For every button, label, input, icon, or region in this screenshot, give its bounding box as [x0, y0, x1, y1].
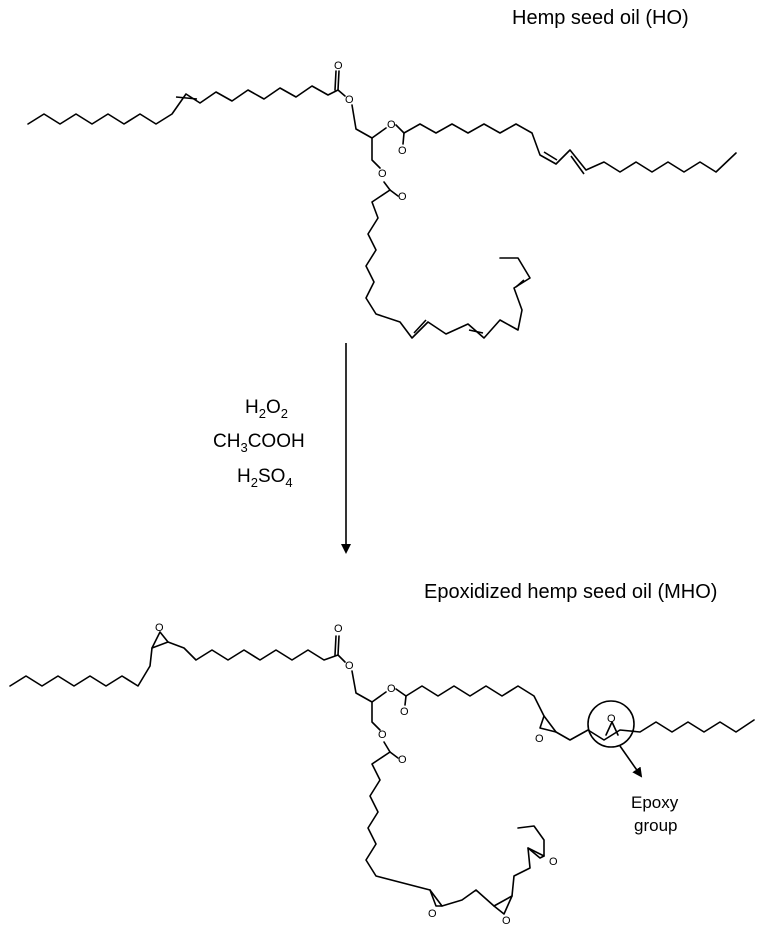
reactant-chain-1 [27, 85, 339, 125]
product-epoxide-ring-1 [151, 631, 169, 649]
product-glycerol [351, 670, 381, 731]
reactant-carbonyl-2 [402, 132, 405, 145]
product-structure: O O O O O O O O O O O O [9, 622, 755, 927]
product-epoxide-o-6: O [549, 856, 558, 868]
product-title: Epoxidized hemp seed oil (MHO) [424, 581, 717, 603]
product-carbonyl-3 [389, 751, 399, 759]
reactant-double-bond-5 [468, 329, 484, 334]
reactant-o-carbonyl-1: O [334, 60, 343, 72]
product-epoxide-ring-6 [527, 847, 545, 859]
epoxy-highlight-circle [587, 700, 635, 748]
reactant-ester-1 [337, 89, 346, 97]
epoxy-callout-line2: group [634, 816, 677, 835]
reactant-o-carbonyl-3: O [398, 191, 407, 203]
reagent-h2o2: H2O2 [245, 397, 288, 421]
reactant-double-bond-3 [570, 155, 585, 175]
product-chain-2 [405, 685, 755, 741]
product-epoxide-ring-4 [429, 889, 443, 907]
product-o-ester-1: O [345, 660, 354, 672]
product-glycerol-2 [371, 691, 387, 703]
product-carbonyl-1b [334, 635, 337, 656]
reagent-sulfuric-acid: H2SO4 [237, 466, 293, 490]
reactant-carbonyl-1b [334, 70, 337, 91]
product-epoxide-ring-5 [493, 895, 513, 915]
reactant-double-bond-6 [515, 279, 525, 288]
product-epoxide-o-4: O [428, 908, 437, 920]
product-chain-3 [365, 751, 545, 907]
product-carbonyl-1 [337, 635, 340, 656]
reactant-chain-2 [403, 123, 737, 173]
product-o-carbonyl-1: O [334, 623, 343, 635]
product-epoxide-o-3: O [607, 713, 616, 725]
reactant-double-bond-4 [413, 319, 427, 334]
product-chain-1 [9, 641, 339, 687]
product-ester-3-link [383, 741, 391, 753]
product-epoxide-ring-2 [539, 715, 557, 733]
reactant-double-bond-2 [543, 151, 558, 161]
product-epoxide-o-5: O [502, 915, 511, 927]
epoxy-callout-arrow [619, 745, 643, 778]
product-ester-2-link [395, 688, 407, 697]
product-o-ester-2: O [387, 683, 396, 695]
reactant-chain-3 [365, 189, 531, 339]
reactant-structure: O O O O O O [27, 60, 737, 339]
reactant-o-ester-3: O [378, 168, 387, 180]
reactant-title: Hemp seed oil (HO) [512, 7, 689, 29]
reactant-o-ester-2: O [387, 119, 396, 131]
reactant-ester-3-link [383, 181, 391, 191]
product-epoxide-o-1: O [155, 622, 164, 634]
epoxy-callout-line1: Epoxy [631, 793, 679, 812]
product-o-carbonyl-3: O [398, 754, 407, 766]
product-epoxide-ring-3 [605, 721, 619, 736]
reagent-acetic-acid: CH3COOH [213, 431, 305, 455]
reactant-carbonyl-3 [389, 189, 399, 197]
product-o-carbonyl-2: O [400, 706, 409, 718]
reactant-glycerol-2 [371, 127, 387, 139]
product-ester-1-link [337, 654, 346, 663]
reactant-carbonyl-1 [337, 70, 340, 91]
reactant-ester-2-link [395, 124, 405, 134]
reactant-double-bond-1 [175, 96, 198, 100]
product-carbonyl-2 [404, 695, 407, 706]
product-o-ester-3: O [378, 729, 387, 741]
reactant-o-ester-1: O [345, 94, 354, 106]
product-epoxide-o-2: O [535, 733, 544, 745]
reactant-o-carbonyl-2: O [398, 145, 407, 157]
reactant-glycerol [351, 104, 381, 169]
